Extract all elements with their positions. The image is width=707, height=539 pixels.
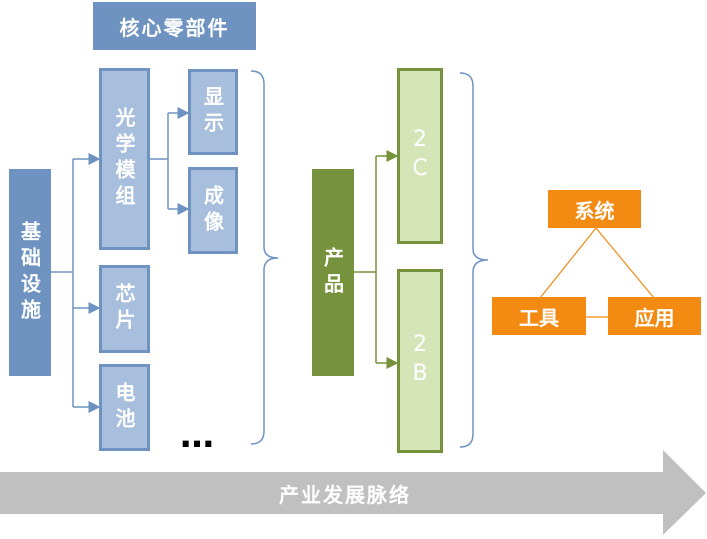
ellipsis: … bbox=[180, 416, 214, 456]
core-components-label: 核心零部件 bbox=[119, 15, 230, 40]
to-c-box: 2C bbox=[397, 68, 443, 244]
optical-module-label: 光学模组 bbox=[112, 107, 136, 211]
optical-module-box: 光学模组 bbox=[99, 68, 150, 250]
development-arrow bbox=[0, 450, 706, 535]
to-c-label: 2C bbox=[407, 127, 433, 185]
application-label: 应用 bbox=[634, 305, 675, 330]
product-box: 产品 bbox=[312, 169, 354, 376]
tool-box: 工具 bbox=[492, 297, 586, 335]
development-arrow-label: 产业发展脉络 bbox=[279, 483, 411, 507]
system-box: 系统 bbox=[548, 190, 641, 228]
chip-box: 芯片 bbox=[99, 265, 150, 353]
to-b-label: 2B bbox=[407, 332, 433, 390]
tool-label: 工具 bbox=[519, 305, 559, 330]
product-label: 产品 bbox=[320, 246, 345, 299]
system-label: 系统 bbox=[574, 198, 615, 223]
display-box: 显示 bbox=[188, 69, 238, 155]
imaging-label: 成像 bbox=[200, 184, 225, 237]
core-components-header: 核心零部件 bbox=[93, 2, 256, 50]
chip-label: 芯片 bbox=[112, 283, 136, 335]
infrastructure-label: 基础设施 bbox=[17, 220, 42, 325]
imaging-box: 成像 bbox=[188, 167, 238, 254]
application-box: 应用 bbox=[608, 297, 701, 335]
battery-box: 电池 bbox=[99, 364, 150, 451]
to-b-box: 2B bbox=[397, 269, 443, 453]
infrastructure-box: 基础设施 bbox=[9, 169, 51, 376]
display-label: 显示 bbox=[200, 86, 225, 138]
battery-label: 电池 bbox=[112, 381, 136, 434]
